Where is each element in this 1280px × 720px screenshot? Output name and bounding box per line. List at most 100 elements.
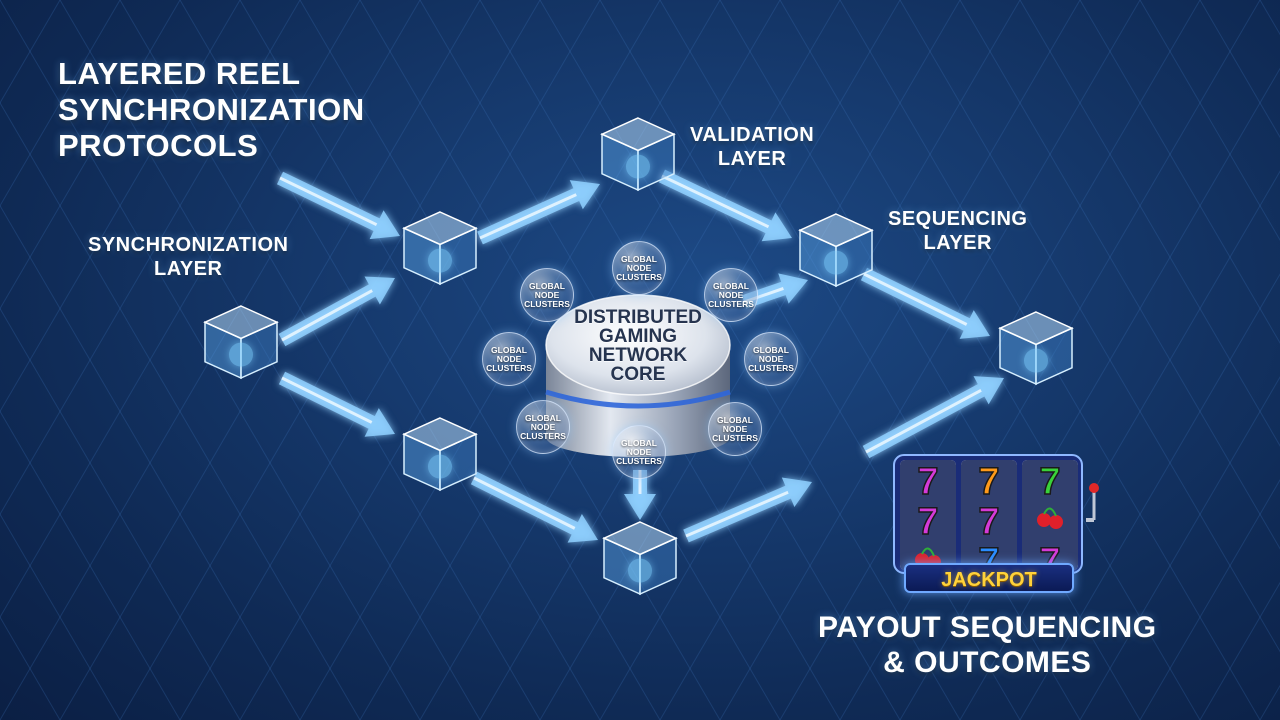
node-label-clusters: CLUSTERS [616, 455, 662, 466]
node-label-node: NODE [626, 262, 652, 273]
grid-line [839, 0, 1261, 720]
grid-line [599, 0, 1021, 720]
payout-sequencing-label: PAYOUT SEQUENCING & OUTCOMES [818, 610, 1157, 680]
grid-line [779, 0, 1201, 720]
grid-line [179, 0, 601, 720]
layer-cube [998, 311, 1074, 386]
flow-arrow [278, 276, 395, 347]
flow-arrow [278, 371, 395, 437]
synchronization-layer-label: SYNCHRONIZATION LAYER [88, 233, 288, 281]
grid-line [59, 0, 481, 720]
core-label-line-2: GAMING [598, 326, 678, 347]
grid-line [1199, 0, 1280, 139]
grid-line [899, 0, 1280, 653]
grid-line [239, 0, 661, 720]
node-label-global: GLOBAL [621, 437, 657, 448]
layer-cube [402, 417, 478, 492]
jackpot-badge: JACKPOT [904, 563, 1074, 593]
grid-line [1199, 581, 1280, 720]
grid-line [1079, 376, 1280, 720]
grid-line [0, 101, 361, 720]
layer-cube [402, 211, 478, 286]
network-core-label: DISTRIBUTED GAMING NETWORK CORE [548, 308, 728, 384]
grid-line [659, 0, 1081, 720]
grid-line [119, 0, 541, 720]
node-label-global: GLOBAL [713, 280, 749, 291]
grid-line [839, 0, 1261, 720]
grid-line [119, 0, 541, 720]
seven-symbol: 7 [978, 461, 999, 503]
sequencing-layer-label: SEQUENCING LAYER [888, 207, 1027, 255]
seven-symbol: 7 [1039, 461, 1060, 503]
grid-line [0, 0, 121, 207]
grid-line [719, 0, 1141, 720]
grid-line [179, 0, 601, 720]
grid-line [0, 410, 181, 720]
node-label-node: NODE [722, 423, 748, 434]
seven-symbol: 7 [917, 501, 938, 543]
grid-line [659, 0, 1081, 720]
node-label-node: NODE [534, 289, 560, 300]
grid-line [1019, 0, 1280, 447]
node-cluster-left: GLOBAL NODE CLUSTERS [482, 332, 536, 386]
node-label-global: GLOBAL [621, 253, 657, 264]
validation-label-line-1: VALIDATION [690, 124, 815, 146]
flow-arrow [658, 169, 792, 242]
node-cluster-bottom: GLOBAL NODE CLUSTERS [612, 425, 666, 479]
node-cluster-upper-right: GLOBAL NODE CLUSTERS [704, 268, 758, 322]
grid-line [0, 307, 241, 720]
sequencing-label-line-2: LAYER [923, 232, 992, 254]
flow-arrow [470, 471, 598, 543]
flow-arrow [477, 180, 600, 245]
grid-line [0, 0, 301, 516]
core-label-line-4: CORE [610, 364, 666, 385]
flow-arrows [276, 169, 1004, 543]
synchronization-label-line-1: SYNCHRONIZATION [88, 234, 289, 256]
grid-line [0, 0, 421, 720]
seven-symbol: 7 [917, 461, 938, 503]
diagram-title: LAYERED REEL SYNCHRONIZATION PROTOCOLS [58, 56, 365, 164]
node-label-node: NODE [530, 421, 556, 432]
payout-label-line-2: & OUTCOMES [883, 646, 1092, 679]
node-label-clusters: CLUSTERS [524, 298, 570, 309]
node-label-global: GLOBAL [491, 344, 527, 355]
grid-line [0, 0, 241, 413]
validation-layer-label: VALIDATION LAYER [690, 123, 814, 171]
node-cluster-upper-left: GLOBAL NODE CLUSTERS [520, 268, 574, 322]
node-label-global: GLOBAL [529, 280, 565, 291]
node-label-node: NODE [758, 353, 784, 364]
sequencing-label-line-1: SEQUENCING [888, 208, 1028, 230]
layer-cube [600, 117, 676, 192]
grid-line [0, 204, 301, 720]
synchronization-label-line-2: LAYER [154, 258, 223, 280]
flow-arrow [860, 267, 990, 339]
node-cluster-top: GLOBAL NODE CLUSTERS [612, 241, 666, 295]
flow-arrow [862, 376, 1004, 459]
payout-label-line-1: PAYOUT SEQUENCING [818, 611, 1157, 644]
network-core [545, 294, 731, 457]
grid-line [1079, 0, 1280, 344]
grid-line [1019, 273, 1280, 720]
node-label-clusters: CLUSTERS [520, 430, 566, 441]
validation-label-line-2: LAYER [717, 148, 787, 170]
layer-cubes [203, 117, 1074, 596]
node-label-node: NODE [718, 289, 744, 300]
node-label-clusters: CLUSTERS [486, 362, 532, 373]
node-label-global: GLOBAL [525, 412, 561, 423]
node-label-clusters: CLUSTERS [708, 298, 754, 309]
grid-line [899, 67, 1280, 720]
title-line-2: SYNCHRONIZATION [58, 92, 365, 127]
cherry-icon [1037, 507, 1063, 529]
seven-symbol: 7 [978, 501, 999, 543]
core-label-line-1: DISTRIBUTED [574, 307, 702, 328]
node-label-clusters: CLUSTERS [712, 432, 758, 443]
grid-line [719, 0, 1141, 720]
node-label-global: GLOBAL [753, 344, 789, 355]
node-label-global: GLOBAL [717, 414, 753, 425]
node-label-node: NODE [626, 446, 652, 457]
grid-line [239, 0, 661, 720]
flow-arrow [683, 477, 812, 543]
node-label-clusters: CLUSTERS [616, 271, 662, 282]
grid-line [0, 0, 361, 619]
